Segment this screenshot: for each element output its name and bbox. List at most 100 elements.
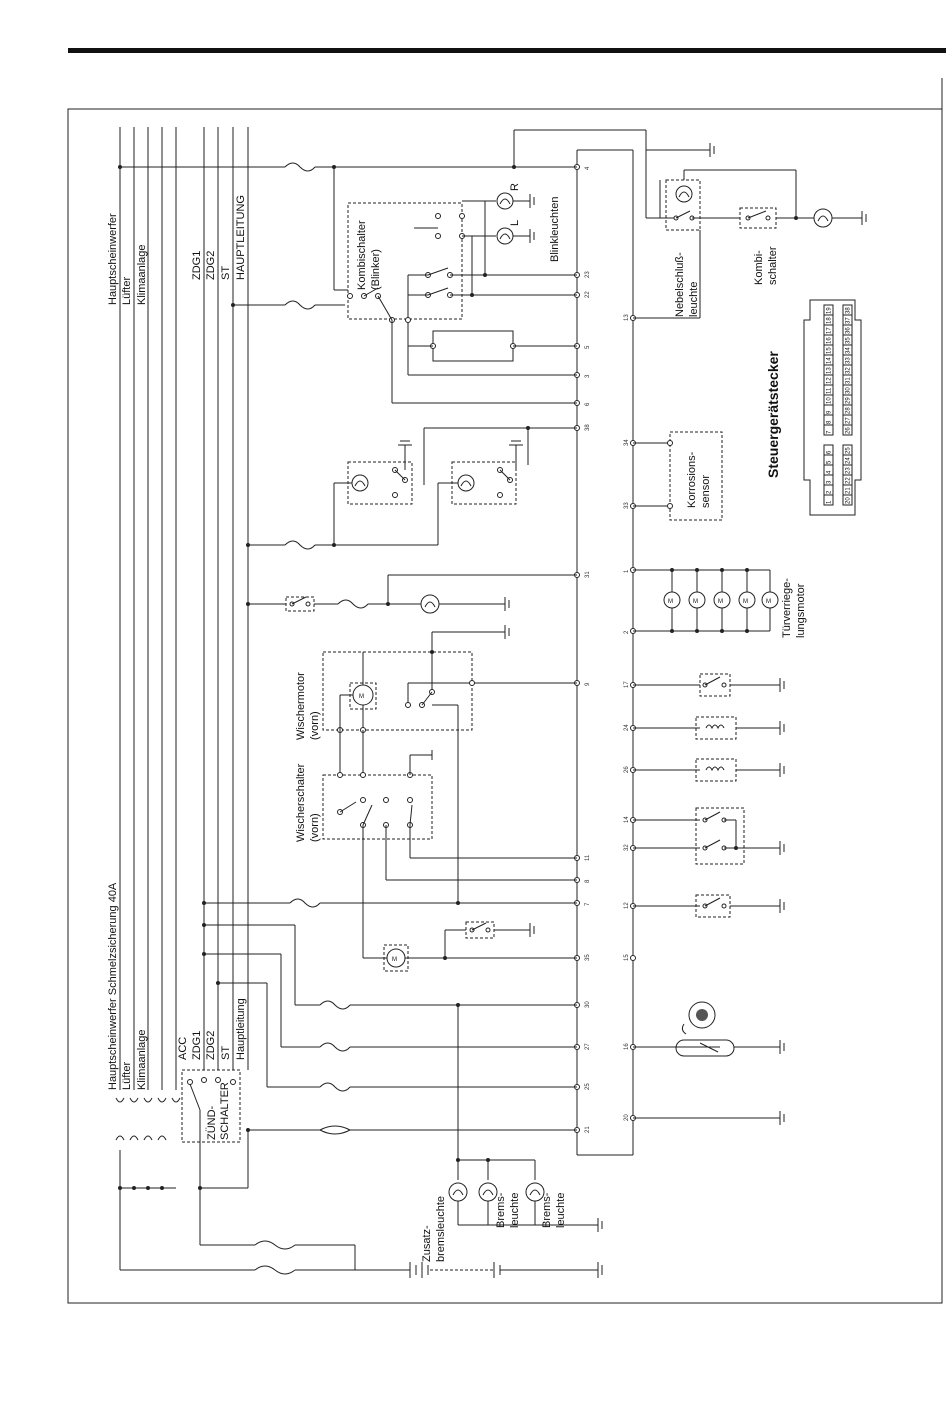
connector-cell-38-label: 38 xyxy=(846,307,852,314)
connector-cell-8-label: 8 xyxy=(827,420,833,424)
ecu-pin-label-8: 8 xyxy=(585,879,591,883)
connector-cell-20-label: 20 xyxy=(846,497,852,504)
ecu-pin-label-24: 24 xyxy=(624,724,630,731)
label-wischermotor: Wischermotor xyxy=(295,672,307,740)
svg-text:M: M xyxy=(693,599,698,605)
ecu-pin-label-7: 7 xyxy=(585,902,591,906)
label-klimaanlage-bottom: Klimaanlage xyxy=(136,1029,148,1090)
label-tuerverriegelung-2: lungsmotor xyxy=(795,583,807,638)
connector-cell-33-label: 33 xyxy=(846,357,852,364)
label-zusatzbremsleuchte: Zusatz- xyxy=(421,1225,433,1262)
label-fuse-main: Hauptscheinwerfer Schmelzsicherung 40A xyxy=(107,882,119,1090)
connector-cell-25-label: 25 xyxy=(846,447,852,454)
connector-cell-29-label: 29 xyxy=(846,397,852,404)
ecu-pin-label-3: 3 xyxy=(585,374,591,378)
connector-cell-21-label: 21 xyxy=(846,487,852,494)
ecu-pin-label-1: 1 xyxy=(624,569,630,573)
ecu-pin-label-15: 15 xyxy=(624,954,630,961)
label-bremsleuchte-2b: leuchte xyxy=(555,1193,567,1228)
connector-cell-32-label: 32 xyxy=(846,367,852,374)
connector-cell-1-label: 1 xyxy=(827,500,833,504)
connector-cell-35-label: 35 xyxy=(846,337,852,344)
connector-cell-11-label: 11 xyxy=(827,387,833,394)
label-klimaanlage-top: Klimaanlage xyxy=(136,244,148,305)
label-tuerverriegelung: Türverriege- xyxy=(781,578,793,638)
label-hauptleitung-top: HAUPTLEITUNG xyxy=(235,195,247,280)
ecu-pin-label-31: 31 xyxy=(585,571,591,578)
ecu-pin-label-34: 34 xyxy=(624,439,630,446)
label-zdg1-bottom: ZDG1 xyxy=(191,1031,203,1060)
label-kombi-schalter-2: schalter xyxy=(767,246,779,285)
label-acc: ACC xyxy=(177,1037,189,1060)
ecu-pin-label-12: 12 xyxy=(624,902,630,909)
label-kombischalter: Kombischalter xyxy=(356,220,368,290)
label-luefter-top: Lüfter xyxy=(121,277,133,305)
connector-cell-10-label: 10 xyxy=(827,397,833,404)
connector-cell-34-label: 34 xyxy=(846,347,852,354)
label-lamp-l: L xyxy=(509,220,521,226)
connector-cell-24-label: 24 xyxy=(846,457,852,464)
connector-cell-4-label: 4 xyxy=(827,470,833,474)
connector-cell-7 xyxy=(823,424,834,436)
connector-cell-37-label: 37 xyxy=(846,317,852,324)
label-kombischalter-blinker: (Blinker) xyxy=(370,249,382,290)
label-wischerschalter-vorn: (vorn) xyxy=(309,813,321,842)
ecu-pin-label-16: 16 xyxy=(624,1043,630,1050)
connector-cell-14-label: 14 xyxy=(827,357,833,364)
supply-labels-top: Hauptscheinwerfer Lüfter Klimaanlage ZDG… xyxy=(107,195,247,305)
ecu-pin-label-21: 21 xyxy=(585,1126,591,1133)
connector-cell-7-label: 7 xyxy=(827,430,833,434)
ecu-pin-label-26: 26 xyxy=(624,766,630,773)
svg-text:M: M xyxy=(718,599,723,605)
connector-cell-26-label: 26 xyxy=(846,427,852,434)
corrosion-sensor: Korrosions- sensor xyxy=(633,431,723,521)
right-switches xyxy=(633,673,785,1125)
lamp-circuit-31 xyxy=(246,574,577,614)
fog-lamp-circuit: Nebelschluß- leuchte Kombi- schalter xyxy=(633,143,867,319)
ecu-pin-label-2: 2 xyxy=(624,630,630,634)
label-hauptscheinwerfer-top: Hauptscheinwerfer xyxy=(107,213,119,305)
connector-cell-12-label: 12 xyxy=(827,377,833,384)
connector-cell-13-label: 13 xyxy=(827,367,833,374)
diagram-frame xyxy=(67,108,943,1304)
connector-cell-15-label: 15 xyxy=(827,347,833,354)
ecu-pin-label-14: 14 xyxy=(624,816,630,823)
connector-cell-6-label: 6 xyxy=(827,450,833,454)
ecu-pin-label-38: 38 xyxy=(585,424,591,431)
label-wischermotor-vorn: (vorn) xyxy=(309,711,321,740)
brake-lamps: Zusatz- bremsleuchte Brems- leuchte Brem… xyxy=(421,1005,603,1262)
ecu-pin-label-20: 20 xyxy=(624,1114,630,1121)
lamp-group-38 xyxy=(246,426,577,550)
label-nebelschluss: Nebelschluß- xyxy=(674,252,686,317)
ecu-pin-label-4: 4 xyxy=(585,166,591,170)
connector-cell-27-label: 27 xyxy=(846,417,852,424)
connector-cell-19-label: 19 xyxy=(827,307,833,314)
wiper-motor: Wischermotor (vorn) M xyxy=(295,625,577,903)
label-zuend: ZÜND- xyxy=(206,1105,218,1140)
svg-text:M: M xyxy=(392,957,397,963)
battery-feed xyxy=(120,1240,603,1278)
connector-cell-2-label: 2 xyxy=(827,490,833,494)
label-korrosion-2: sensor xyxy=(700,475,712,508)
label-hauptleitung-bottom: Hauptleitung xyxy=(235,998,247,1060)
label-blinkleuchten: Blinkleuchten xyxy=(549,197,561,262)
ecu-pin-label-9: 9 xyxy=(585,682,591,686)
connector-cell-5-label: 5 xyxy=(827,460,833,464)
ecu-pin-15 xyxy=(630,955,636,961)
supply-labels-bottom: Hauptscheinwerfer Schmelzsicherung 40A L… xyxy=(107,882,247,1090)
label-lamp-r: R xyxy=(509,183,521,191)
connector-cell-30-label: 30 xyxy=(846,387,852,394)
ecu-pin-label-11: 11 xyxy=(585,854,591,861)
label-zdg1-top: ZDG1 xyxy=(191,251,203,280)
label-schalter: SCHALTER xyxy=(219,1082,231,1140)
svg-text:M: M xyxy=(743,599,748,605)
header-rule xyxy=(68,48,946,53)
connector-cell-36-label: 36 xyxy=(846,327,852,334)
connector-cell-20 xyxy=(842,494,853,506)
connector-cell-3-label: 3 xyxy=(827,480,833,484)
connector-cell-22-label: 22 xyxy=(846,477,852,484)
ecu-pin-label-5: 5 xyxy=(585,345,591,349)
svg-text:M: M xyxy=(668,599,673,605)
